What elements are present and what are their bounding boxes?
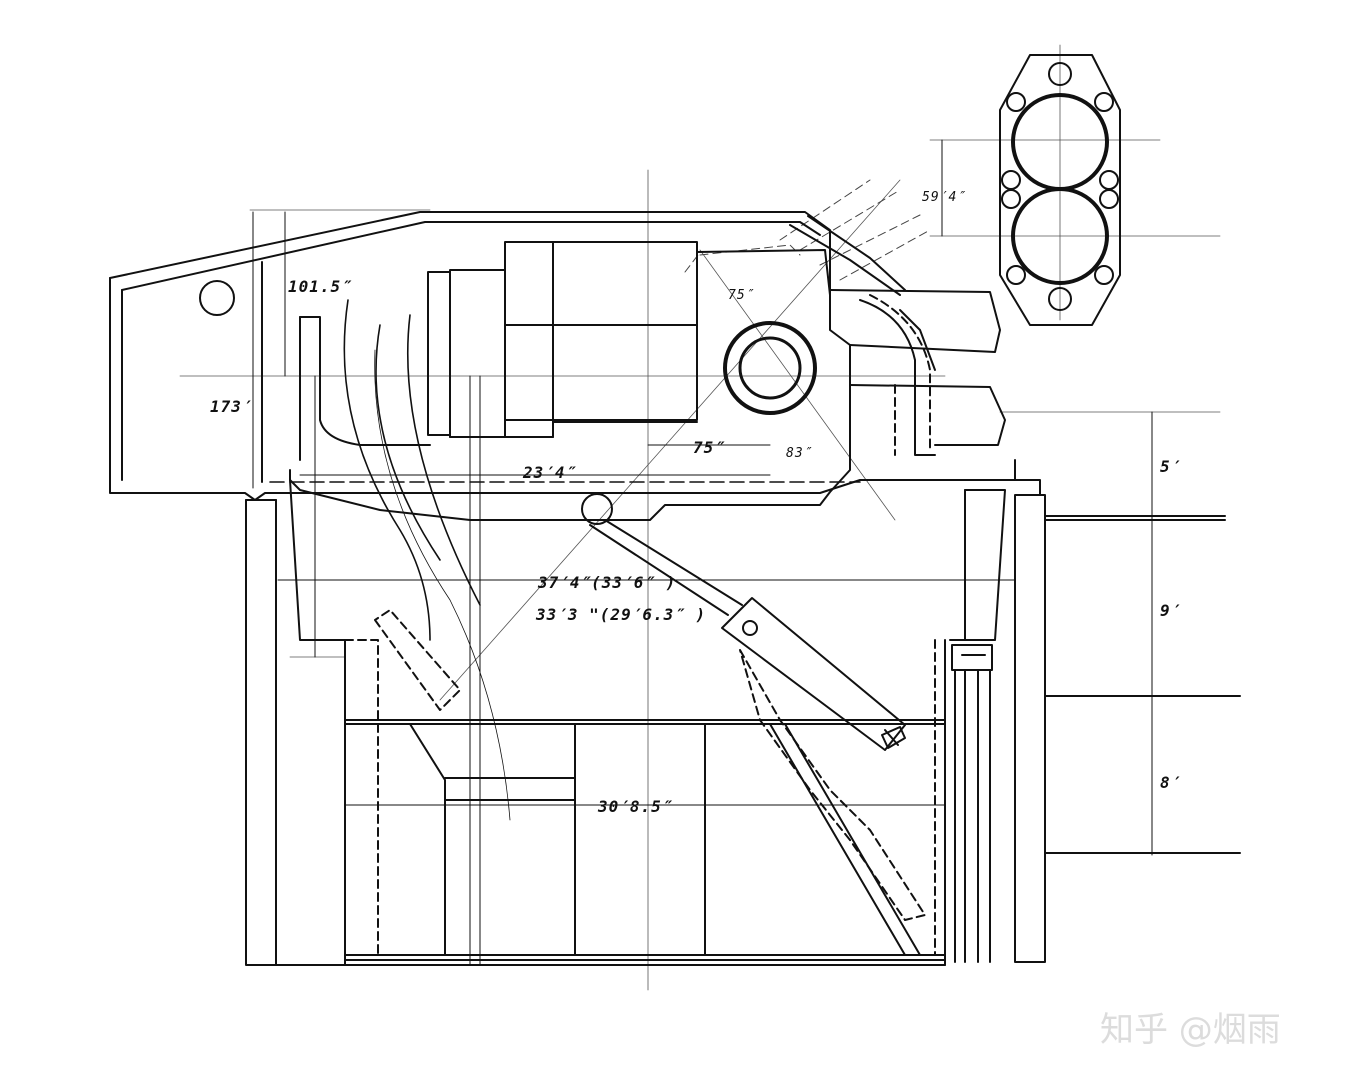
dimension-slide-offset: 75″	[693, 438, 725, 457]
height-dimensions	[252, 211, 481, 966]
turret-basket	[245, 479, 946, 966]
deflector-thin	[374, 349, 511, 821]
elevation-ram	[589, 519, 906, 751]
trunnion-outer	[723, 321, 817, 415]
turret-ring-wall	[944, 479, 1046, 966]
dimension-width-inner: 33′3 "(29′6.3″ )	[536, 605, 707, 624]
dimension-width-outer: 37′4″(33′6″ )	[538, 573, 677, 592]
gun-cradle	[289, 249, 851, 521]
segment-dimension	[1141, 411, 1163, 856]
basket-dashed	[344, 639, 936, 956]
gun-port-plate	[999, 54, 1121, 326]
breech-block	[427, 241, 698, 438]
barrel-recoil-dashed	[869, 294, 931, 456]
dimension-angle-lower: 83″	[786, 446, 813, 461]
watermark: 知乎 @烟雨	[1100, 1010, 1281, 1050]
turret-roof	[109, 211, 1016, 501]
dimension-segment-mid: 9′	[1160, 601, 1182, 620]
horizontal-dimensions	[277, 139, 1016, 806]
trunnion-inner	[738, 336, 802, 400]
pivot-pin	[581, 493, 613, 525]
construction-lines	[179, 44, 1221, 991]
dimension-segment-top: 5′	[1160, 457, 1182, 476]
dimension-angle-upper: 75″	[728, 288, 755, 303]
dimension-upper-span: 23′4″	[523, 463, 577, 482]
dimension-ring-spacing: 59′4″	[922, 190, 967, 205]
hull-deck	[1044, 515, 1241, 854]
deflector-curves	[343, 299, 481, 641]
dimension-floor-width: 30′8.5″	[598, 797, 673, 816]
gun-barrels	[829, 289, 1006, 456]
ram-extended-dashed	[374, 609, 926, 921]
dimension-height-2: 173′	[210, 397, 253, 416]
dimension-segment-bottom: 8′	[1160, 773, 1182, 792]
dashed-guides	[684, 179, 931, 281]
dimension-height-1: 101.5″	[288, 277, 352, 296]
rear-port-circle	[199, 280, 235, 316]
